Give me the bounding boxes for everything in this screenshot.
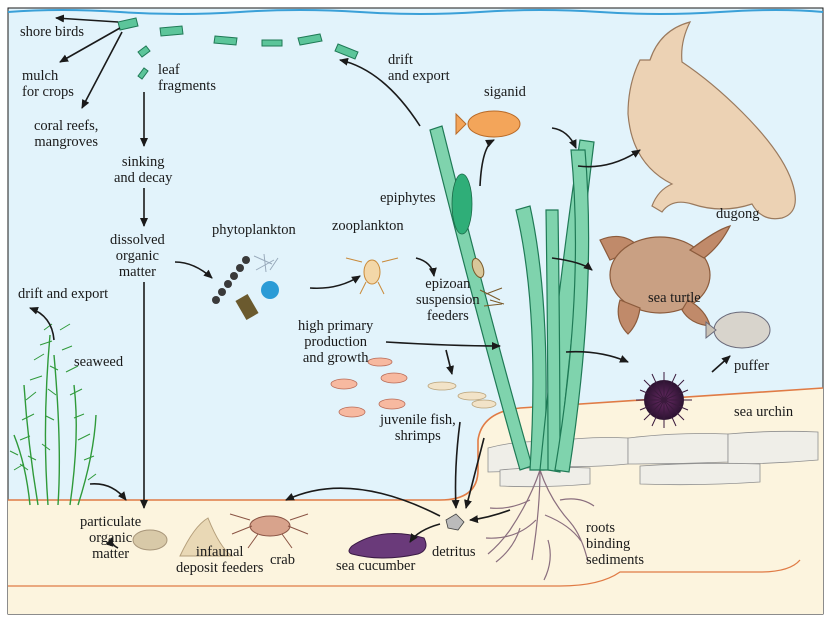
label-sea-urchin: sea urchin — [734, 404, 793, 420]
label-infaunal-deposit-feeders: infaunal deposit feeders — [176, 544, 263, 576]
label-sea-turtle: sea turtle — [648, 290, 701, 306]
label-drift-and-export-left: drift and export — [18, 286, 108, 302]
label-detritus: detritus — [432, 544, 476, 560]
label-dugong: dugong — [716, 206, 760, 222]
label-coral-reefs-mangroves: coral reefs, mangroves — [34, 118, 98, 150]
label-shore-birds: shore birds — [20, 24, 84, 40]
epiphytes-cluster — [452, 174, 472, 234]
label-particulate-organic-matter: particulate organic matter — [80, 514, 141, 562]
label-mulch-for-crops: mulch for crops — [22, 68, 74, 100]
label-drift-and-export-top: drift and export — [388, 52, 450, 84]
label-sinking-and-decay: sinking and decay — [114, 154, 172, 186]
label-high-primary-production: high primary production and growth — [298, 318, 373, 366]
label-seaweed: seaweed — [74, 354, 123, 370]
label-epizoan-suspension-feeders: epizoan suspension feeders — [416, 276, 480, 324]
label-leaf-fragments: leaf fragments — [158, 62, 216, 94]
label-phytoplankton: phytoplankton — [212, 222, 296, 238]
label-sea-cucumber: sea cucumber — [336, 558, 415, 574]
label-zooplankton: zooplankton — [332, 218, 404, 234]
label-juvenile-fish-shrimps: juvenile fish, shrimps — [380, 412, 456, 444]
label-crab: crab — [270, 552, 295, 568]
label-epiphytes: epiphytes — [380, 190, 436, 206]
sea-urchin — [636, 372, 692, 428]
label-puffer: puffer — [734, 358, 769, 374]
label-siganid: siganid — [484, 84, 526, 100]
label-roots-binding-sediments: roots binding sediments — [586, 520, 644, 568]
label-dissolved-organic-matter: dissolved organic matter — [110, 232, 165, 280]
